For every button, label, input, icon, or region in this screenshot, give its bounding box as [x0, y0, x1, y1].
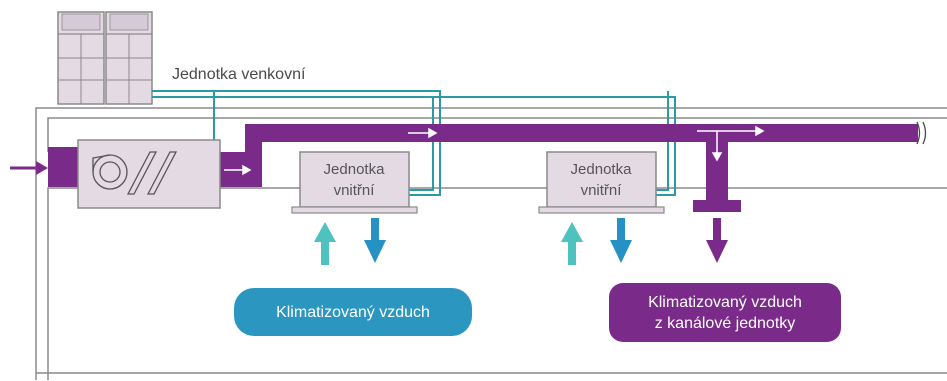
indoor-unit-1-label-line1: Jednotka: [324, 161, 386, 178]
indoor-unit-2-label-line2: vnitřní: [581, 182, 623, 199]
air-duct: [48, 124, 918, 212]
return-air-arrow-1: [314, 222, 336, 265]
duct-break-symbol: [916, 121, 927, 145]
indoor-unit-1: [291, 151, 418, 214]
building-inner-wall: [47, 117, 947, 152]
air-handling-unit: [77, 139, 221, 209]
duct-supply-arrow: [706, 218, 728, 263]
intake-arrow: [10, 161, 48, 175]
conditioned-air-label: Klimatizovaný vzduch: [276, 303, 430, 321]
duct-flow-arrows: [224, 125, 765, 176]
duct-air-badge: Klimatizovaný vzduch z kanálové jednotky: [609, 283, 841, 342]
indoor-unit-1-label-line2: vnitřní: [334, 182, 376, 199]
building-outline: [35, 107, 947, 380]
supply-air-arrow-2: [610, 218, 632, 263]
outdoor-unit: [57, 11, 153, 105]
outdoor-unit-label: Jednotka venkovní: [172, 66, 306, 83]
conditioned-air-badge: Klimatizovaný vzduch: [234, 288, 472, 336]
duct-air-label-line2: z kanálové jednotky: [654, 314, 796, 332]
supply-air-arrow-1: [364, 218, 386, 263]
duct-air-label-line1: Klimatizovaný vzduch: [648, 293, 802, 311]
return-air-arrow-2: [561, 222, 583, 265]
indoor-unit-2: [538, 151, 665, 214]
indoor-unit-2-label-line1: Jednotka: [571, 161, 633, 178]
